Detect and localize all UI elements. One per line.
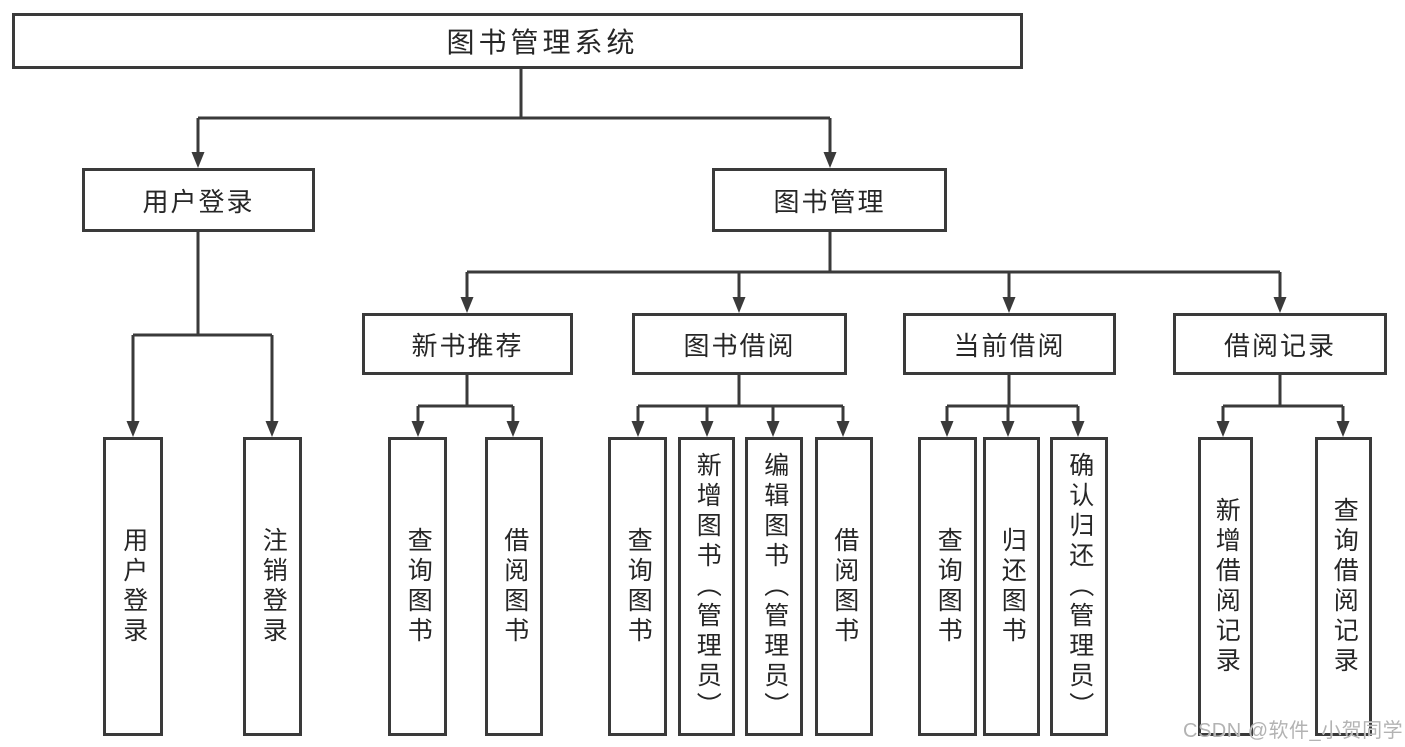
node-current-borrow: 当前借阅 (903, 313, 1116, 375)
connector-root-to-level2 (196, 69, 832, 154)
leaf-query-books-recommend: 查询图书 (388, 437, 447, 736)
connector-newbook-to-leaves (416, 375, 515, 423)
connector-userlogin-to-leaves (131, 232, 274, 423)
leaf-query-books-recommend-label: 查询图书 (404, 526, 433, 647)
node-book-borrow-label: 图书借阅 (683, 330, 796, 361)
node-book-management-label: 图书管理 (773, 186, 886, 217)
leaf-confirm-return-admin-label: 确认归还（管理员） (1065, 451, 1094, 722)
connector-currentborrow-to-leaves (945, 375, 1080, 423)
leaf-add-book-admin: 新增图书（管理员） (678, 437, 735, 736)
leaf-edit-book-admin-label: 编辑图书（管理员） (760, 451, 789, 722)
leaf-borrow-books-recommend: 借阅图书 (485, 437, 543, 736)
leaf-add-borrow-record-label: 新增借阅记录 (1212, 496, 1241, 677)
node-library-system: 图书管理系统 (12, 13, 1023, 69)
connector-bookborrow-to-leaves (636, 375, 845, 423)
csdn-watermark: CSDN @软件_小贺同学 (1183, 720, 1404, 742)
leaf-confirm-return-admin: 确认归还（管理员） (1050, 437, 1108, 736)
connector-bookmgmt-to-level3 (465, 232, 1282, 299)
leaf-borrow-books: 借阅图书 (815, 437, 873, 736)
leaf-user-login: 用户登录 (103, 437, 163, 736)
leaf-query-borrow-record: 查询借阅记录 (1315, 437, 1372, 736)
arrowheads (126, 152, 1350, 437)
node-book-borrow: 图书借阅 (632, 313, 847, 375)
leaf-query-books-borrow-label: 查询图书 (624, 526, 653, 647)
node-user-login: 用户登录 (82, 168, 315, 232)
leaf-query-borrow-record-label: 查询借阅记录 (1330, 496, 1359, 677)
leaf-query-books-borrow: 查询图书 (608, 437, 667, 736)
node-current-borrow-label: 当前借阅 (953, 330, 1066, 361)
node-book-management: 图书管理 (712, 168, 947, 232)
leaf-query-books-current: 查询图书 (918, 437, 977, 736)
node-borrow-records-label: 借阅记录 (1223, 330, 1336, 361)
leaf-borrow-books-recommend-label: 借阅图书 (500, 526, 529, 647)
leaf-edit-book-admin: 编辑图书（管理员） (745, 437, 803, 736)
leaf-logout-label: 注销登录 (259, 526, 288, 647)
node-library-system-label: 图书管理系统 (446, 27, 639, 58)
node-user-login-label: 用户登录 (142, 186, 255, 217)
leaf-user-login-label: 用户登录 (119, 526, 148, 647)
connector-borrowrecord-to-leaves (1221, 375, 1345, 423)
leaf-add-book-admin-label: 新增图书（管理员） (693, 451, 722, 722)
leaf-borrow-books-label: 借阅图书 (830, 526, 859, 647)
node-borrow-records: 借阅记录 (1173, 313, 1387, 375)
leaf-query-books-current-label: 查询图书 (934, 526, 963, 647)
node-new-book-recommend-label: 新书推荐 (411, 330, 524, 361)
leaf-logout: 注销登录 (243, 437, 302, 736)
leaf-return-book: 归还图书 (983, 437, 1040, 736)
leaf-add-borrow-record: 新增借阅记录 (1198, 437, 1253, 736)
leaf-return-book-label: 归还图书 (998, 526, 1027, 647)
node-new-book-recommend: 新书推荐 (362, 313, 573, 375)
